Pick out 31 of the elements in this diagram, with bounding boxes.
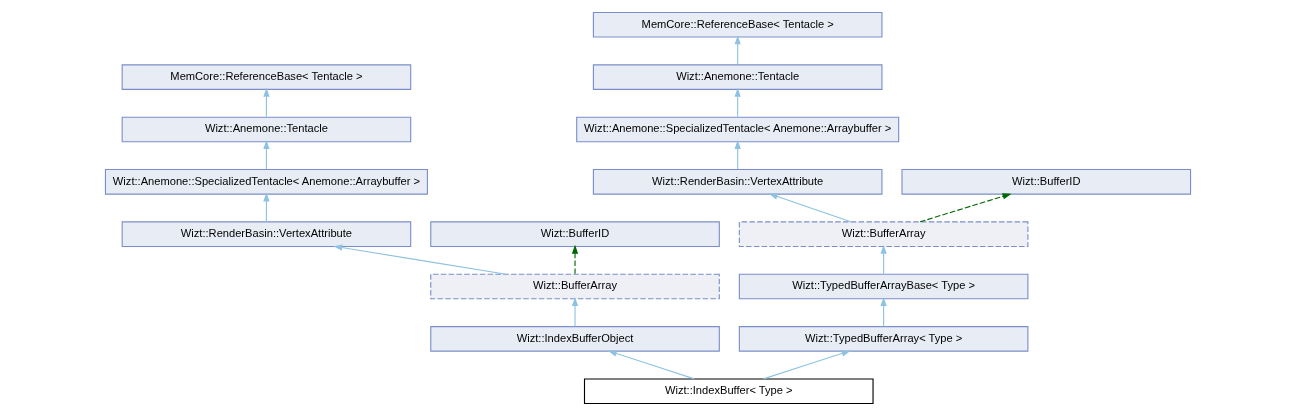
node-box: Wizt::RenderBasin::VertexAttribute (121, 221, 411, 247)
node-box: Wizt::TypedBufferArray< Type > (738, 326, 1028, 352)
arrow (880, 244, 887, 275)
node-box: Wizt::BufferID (429, 221, 720, 247)
node-box: Wizt::BufferArray (429, 273, 720, 300)
node-box: Wizt::Anemone::Tentacle (121, 116, 411, 143)
node-box: MemCore::ReferenceBase< Tentacle > (121, 64, 411, 90)
arrow (768, 193, 851, 223)
node-box: MemCore::ReferenceBase< Tentacle > (592, 11, 882, 38)
arrow (919, 193, 1011, 223)
node-box: Wizt::IndexBuffer< Type > (583, 378, 874, 405)
node-box: Wizt::IndexBufferObject (429, 326, 720, 352)
arrow (762, 350, 851, 380)
arrow (571, 297, 578, 327)
node-box: Wizt::RenderBasin::VertexAttribute (592, 169, 882, 195)
node-box: Wizt::Anemone::SpecializedTentacle< Anemone::Arraybuffer > (104, 169, 428, 195)
node-box: Wizt::BufferArray (738, 221, 1028, 247)
arrow (734, 140, 741, 170)
arrow (571, 244, 578, 275)
node-box: Wizt::Anemone::Tentacle (592, 64, 882, 90)
arrow (262, 140, 270, 170)
arrow (607, 350, 695, 380)
arrow (734, 35, 741, 65)
node-box: Wizt::Anemone::SpecializedTentacle< Anemone::Arraybuffer > (575, 116, 899, 143)
arrow (262, 192, 270, 222)
arrow (880, 297, 887, 327)
arrow (262, 87, 270, 118)
arrow (332, 244, 507, 275)
node-box: Wizt::TypedBufferArrayBase< Type > (738, 273, 1028, 300)
node-box: Wizt::BufferID (900, 169, 1191, 195)
arrow (734, 87, 741, 118)
